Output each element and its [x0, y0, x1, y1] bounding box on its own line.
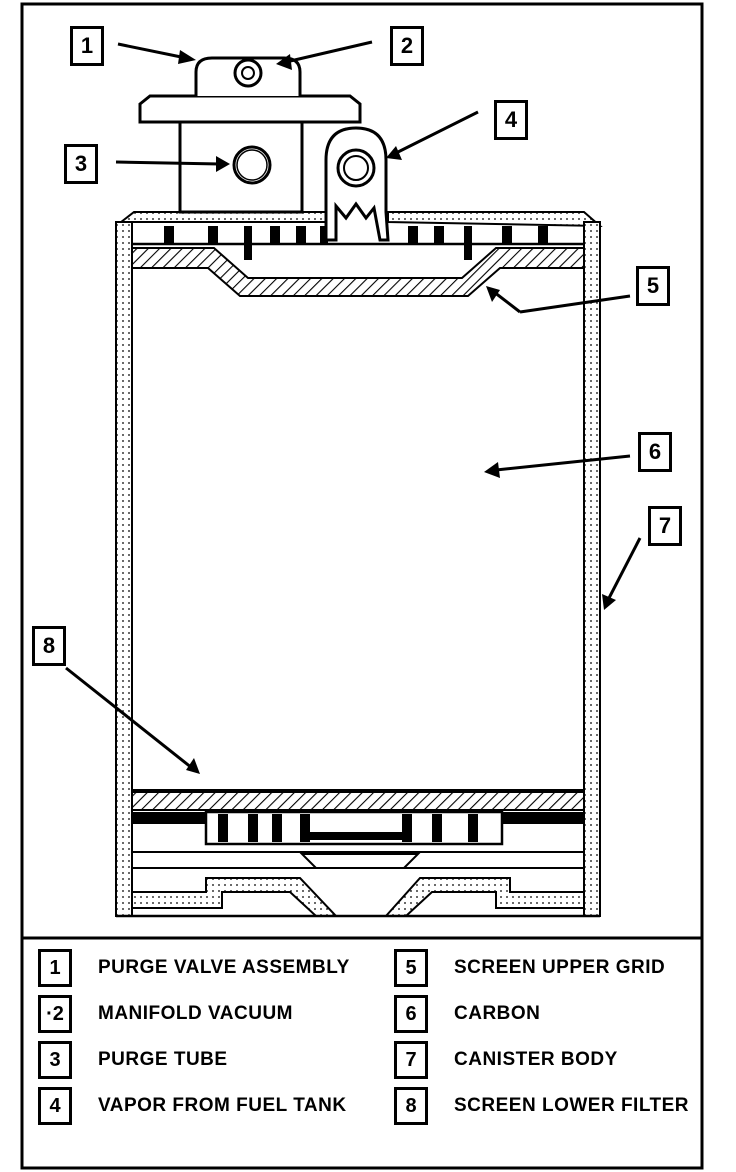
purge-valve-assembly: [138, 56, 362, 214]
leader-arrows: [65, 40, 642, 774]
legend-number: 3: [38, 1041, 72, 1079]
legend-item: 3 PURGE TUBE: [38, 1040, 228, 1080]
legend-label: CARBON: [454, 1003, 541, 1024]
legend-item: 7 CANISTER BODY: [394, 1040, 618, 1080]
callout-3: 3: [64, 144, 98, 184]
callout-8: 8: [32, 626, 66, 666]
legend-number: ·2: [38, 995, 72, 1033]
callout-6: 6: [638, 432, 672, 472]
legend-label: CANISTER BODY: [454, 1049, 618, 1070]
legend-item: ·2 MANIFOLD VACUUM: [38, 994, 293, 1034]
legend-number: 1: [38, 949, 72, 987]
legend-number: 8: [394, 1087, 428, 1125]
legend-label: SCREEN LOWER FILTER: [454, 1095, 690, 1116]
legend-number: 4: [38, 1087, 72, 1125]
screen-upper-grid: [131, 226, 585, 297]
legend-item: 4 VAPOR FROM FUEL TANK: [38, 1086, 347, 1126]
legend-number: 7: [394, 1041, 428, 1079]
legend-label: PURGE VALVE ASSEMBLY: [98, 957, 350, 978]
legend-item: 1 PURGE VALVE ASSEMBLY: [38, 948, 350, 988]
callout-2: 2: [390, 26, 424, 66]
vapor-port: [324, 126, 390, 242]
legend-label: VAPOR FROM FUEL TANK: [98, 1095, 347, 1116]
callout-1: 1: [70, 26, 104, 66]
callout-7: 7: [648, 506, 682, 546]
legend-item: 8 SCREEN LOWER FILTER: [394, 1086, 689, 1126]
outer-frame: [20, 2, 704, 1170]
callout-4: 4: [494, 100, 528, 140]
screen-lower-filter: [116, 789, 600, 918]
legend-label: MANIFOLD VACUUM: [98, 1003, 294, 1024]
legend-label: PURGE TUBE: [98, 1049, 228, 1070]
legend-item: 5 SCREEN UPPER GRID: [394, 948, 665, 988]
legend-label: SCREEN UPPER GRID: [454, 957, 666, 978]
callout-5: 5: [636, 266, 670, 306]
legend-number: 6: [394, 995, 428, 1033]
legend-number: 5: [394, 949, 428, 987]
legend-item: 6 CARBON: [394, 994, 540, 1034]
purge-tube-port: [232, 145, 272, 185]
